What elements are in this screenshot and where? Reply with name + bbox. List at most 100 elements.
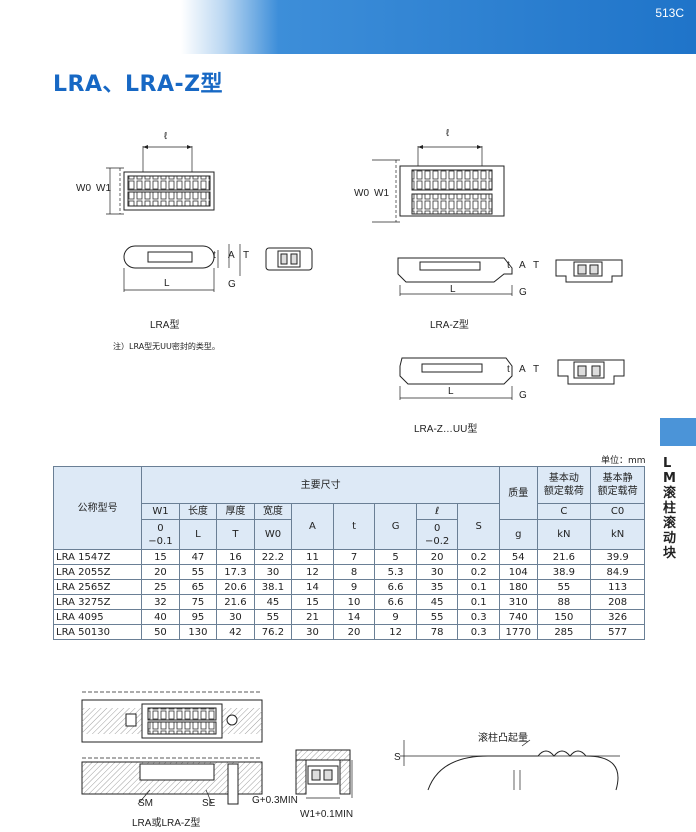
value-cell: 45	[415, 594, 459, 610]
se-label: SE	[202, 798, 216, 809]
model-cell: LRA 2055Z	[52, 564, 143, 580]
value-cell: 0.1	[457, 579, 500, 595]
value-cell: 39.9	[590, 549, 645, 565]
value-cell: 35	[415, 579, 459, 595]
fig2-w1-label: W1	[374, 188, 389, 199]
fig2-top-view	[372, 145, 505, 223]
value-cell: 150	[536, 609, 592, 625]
sub-L: L	[178, 519, 218, 550]
sub-G: G	[374, 503, 417, 550]
sub-thickness: 厚度	[216, 503, 255, 520]
header-band	[0, 0, 696, 54]
value-cell: 0.2	[457, 564, 500, 580]
value-cell: 42	[216, 624, 255, 640]
value-cell: 84.9	[590, 564, 645, 580]
value-cell: 12	[374, 624, 417, 640]
fig2-L-label: L	[450, 284, 456, 295]
fig3-a-label: A	[519, 364, 526, 375]
fig2-end-view	[555, 259, 623, 283]
value-cell: 6.6	[374, 594, 417, 610]
value-cell: 0.1	[457, 594, 500, 610]
sub-w1: W1	[141, 503, 180, 520]
value-cell: 208	[590, 594, 645, 610]
value-cell: 55	[415, 609, 459, 625]
fig1-caption: LRA型	[150, 320, 180, 331]
fig3-caption: LRA-Z…UU型	[414, 424, 478, 435]
crowning-view	[400, 739, 620, 791]
fig1-side-view	[123, 244, 241, 292]
sub-g: g	[499, 519, 538, 550]
fig1-top-view	[106, 145, 215, 215]
install-caption: LRA或LRA-Z型	[132, 818, 201, 829]
value-cell: 20.6	[216, 579, 255, 595]
value-cell: 20	[141, 564, 180, 580]
model-cell: LRA 1547Z	[52, 549, 143, 565]
fig2-T-label: T	[533, 260, 540, 271]
fig1-L-label: L	[164, 278, 170, 289]
model-cell: LRA 50130	[52, 624, 143, 640]
fig1-a-label: A	[228, 250, 235, 261]
fig2-l-label: ℓ	[446, 128, 450, 139]
value-cell: 40	[141, 609, 180, 625]
sm-label: SM	[138, 798, 153, 809]
value-cell: 30	[415, 564, 459, 580]
value-cell: 16	[216, 549, 255, 565]
sub-length: 长度	[178, 503, 218, 520]
col-static-load-header: 基本静 额定载荷	[590, 466, 645, 504]
value-cell: 17.3	[216, 564, 255, 580]
w1-min-label: W1+0.1MIN	[300, 809, 354, 820]
fig2-a-label: A	[519, 260, 526, 271]
fig1-G-label: G	[228, 279, 236, 290]
sub-t: t	[332, 503, 376, 550]
value-cell: 30	[216, 609, 255, 625]
fig2-G-label: G	[519, 287, 527, 298]
table-unit: 单位：mm	[601, 456, 646, 466]
value-cell: 32	[141, 594, 180, 610]
value-cell: 577	[590, 624, 645, 640]
value-cell: 1770	[499, 624, 538, 640]
value-cell: 21.6	[536, 549, 592, 565]
page-number: 513C	[655, 6, 684, 20]
sub-l: ℓ	[415, 503, 459, 520]
value-cell: 75	[178, 594, 218, 610]
fig3-T-label: T	[533, 364, 540, 375]
value-cell: 20	[332, 624, 376, 640]
fig1-T-label: T	[243, 250, 250, 261]
col-mass-header: 质量	[499, 466, 538, 520]
value-cell: 5	[374, 549, 417, 565]
sub-c: C	[536, 503, 592, 520]
value-cell: 9	[374, 609, 417, 625]
sub-kn2: kN	[590, 519, 645, 550]
crown-label: 滚柱凸起量	[478, 733, 528, 744]
fig1-l-label: ℓ	[164, 131, 168, 142]
value-cell: 0.3	[457, 624, 500, 640]
col-model-header: 公称型号	[52, 466, 143, 550]
value-cell: 10	[332, 594, 376, 610]
value-cell: 15	[141, 549, 180, 565]
sub-l-tol: 0 −0.2	[415, 519, 459, 550]
fig2-t-label: t	[507, 260, 510, 271]
value-cell: 0.2	[457, 549, 500, 565]
s-label: S	[394, 752, 401, 763]
fig2-side-view	[397, 257, 513, 296]
value-cell: 95	[178, 609, 218, 625]
sub-T: T	[216, 519, 255, 550]
fig1-t-label: t	[213, 250, 216, 261]
col-dyn-load-header: 基本动 额定载荷	[536, 466, 592, 504]
side-tab-block	[660, 418, 696, 446]
value-cell: 54	[499, 549, 538, 565]
page-title: LRA、LRA-Z型	[53, 72, 224, 97]
model-cell: LRA 4095	[52, 609, 143, 625]
value-cell: 285	[536, 624, 592, 640]
value-cell: 15	[291, 594, 334, 610]
value-cell: 88	[536, 594, 592, 610]
value-cell: 22.2	[253, 549, 293, 565]
value-cell: 50	[141, 624, 180, 640]
model-cell: LRA 2565Z	[52, 579, 143, 595]
clearance-view	[295, 749, 353, 799]
value-cell: 30	[291, 624, 334, 640]
